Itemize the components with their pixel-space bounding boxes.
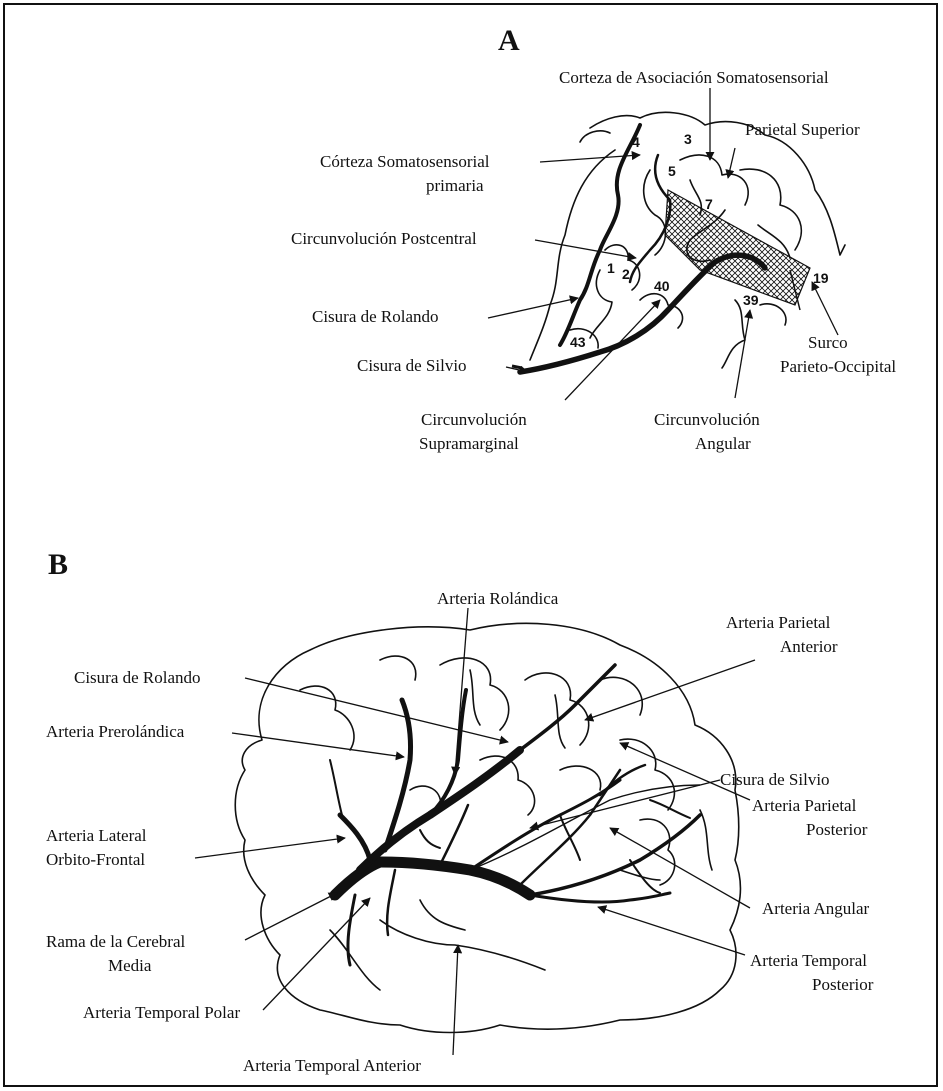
label-cisura-silvio-a: Cisura de Silvio <box>357 356 467 376</box>
label-arteria-parietal-anterior-2: Anterior <box>780 637 838 657</box>
area-number-5: 5 <box>668 163 676 179</box>
label-arteria-angular: Arteria Angular <box>762 899 869 919</box>
label-surco-2: Parieto-Occipital <box>780 357 896 377</box>
label-cisura-silvio-b: Cisura de Silvio <box>720 770 830 790</box>
area-number-3: 3 <box>684 131 692 147</box>
label-circ-postcentral: Circunvolución Postcentral <box>291 229 477 249</box>
area-number-40: 40 <box>654 278 670 294</box>
area-number-4: 4 <box>632 134 640 150</box>
area-number-2: 2 <box>622 266 630 282</box>
area-number-19: 19 <box>813 270 829 286</box>
panel-b-title: B <box>48 548 68 582</box>
label-rama-cerebral-2: Media <box>108 956 151 976</box>
label-corteza-somatosensorial: Córteza Somatosensorial <box>320 152 490 172</box>
label-rama-cerebral: Rama de la Cerebral <box>46 932 185 952</box>
label-arteria-parietal-anterior: Arteria Parietal <box>726 613 830 633</box>
label-circ-supramarginal-2: Supramarginal <box>419 434 519 454</box>
label-circ-angular-2: Angular <box>695 434 751 454</box>
label-arteria-parietal-posterior-2: Posterior <box>806 820 867 840</box>
label-parietal-superior: Parietal Superior <box>745 120 860 140</box>
label-arteria-temporal-polar: Arteria Temporal Polar <box>83 1003 240 1023</box>
panel-a-title: A <box>498 24 520 58</box>
area-number-43: 43 <box>570 334 586 350</box>
panel-b-pointers <box>195 608 755 1055</box>
panel-b-arteries <box>330 665 700 965</box>
label-arteria-parietal-posterior: Arteria Parietal <box>752 796 856 816</box>
label-corteza-somatosensorial-2: primaria <box>426 176 484 196</box>
area-number-7: 7 <box>705 196 713 212</box>
label-arteria-lateral: Arteria Lateral <box>46 826 147 846</box>
label-arteria-temporal-posterior-2: Posterior <box>812 975 873 995</box>
label-corteza-asociacion: Corteza de Asociación Somatosensorial <box>559 68 829 88</box>
label-circ-angular: Circunvolución <box>654 410 760 430</box>
panel-b-brain-outline <box>235 623 740 1032</box>
label-arteria-rolandica: Arteria Rolándica <box>437 589 558 609</box>
label-circ-supramarginal: Circunvolución <box>421 410 527 430</box>
label-arteria-temporal-anterior: Arteria Temporal Anterior <box>243 1056 421 1076</box>
label-arteria-lateral-2: Orbito-Frontal <box>46 850 145 870</box>
label-cisura-rolando-b: Cisura de Rolando <box>74 668 201 688</box>
area-number-39: 39 <box>743 292 759 308</box>
label-arteria-temporal-posterior: Arteria Temporal <box>750 951 867 971</box>
label-cisura-rolando-a: Cisura de Rolando <box>312 307 439 327</box>
area-number-1: 1 <box>607 260 615 276</box>
label-surco: Surco <box>808 333 848 353</box>
label-arteria-prerolandica: Arteria Prerolándica <box>46 722 184 742</box>
